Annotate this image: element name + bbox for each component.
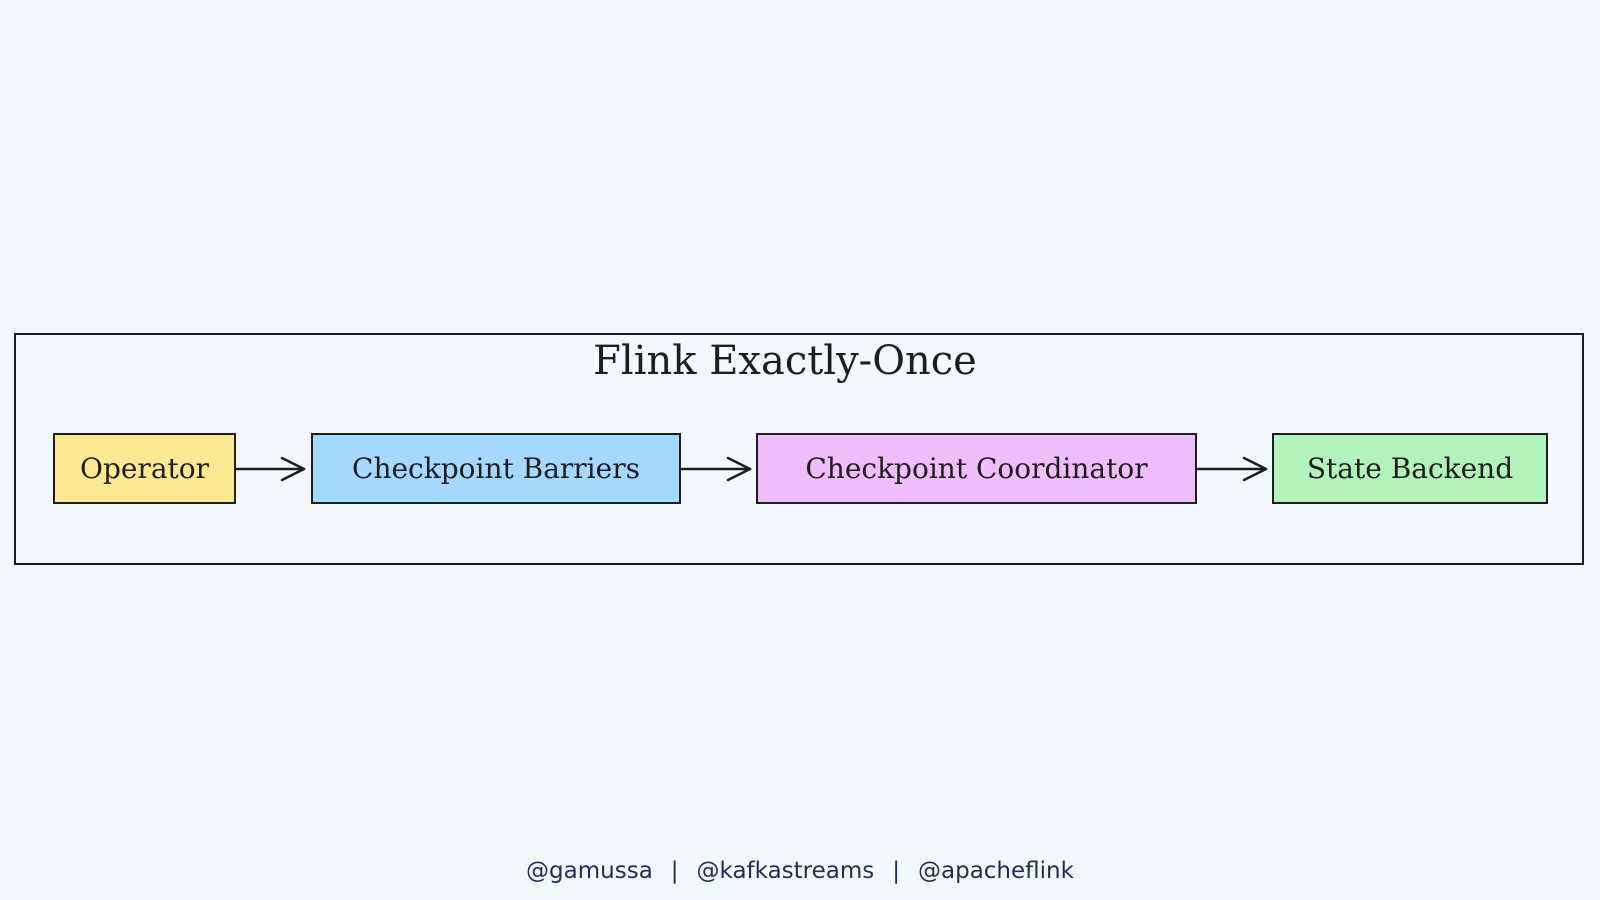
node-checkpoint-coordinator: Checkpoint Coordinator bbox=[756, 433, 1197, 504]
handle-apacheflink: @apacheflink bbox=[918, 858, 1074, 884]
node-checkpoint-barriers: Checkpoint Barriers bbox=[311, 433, 681, 504]
diagram-frame bbox=[14, 333, 1584, 565]
footer-separator-1: | bbox=[670, 858, 679, 884]
handle-kafkastreams: @kafkastreams bbox=[696, 858, 875, 884]
footer-handles: @gamussa | @kafkastreams | @apacheflink bbox=[0, 858, 1600, 884]
node-state-backend: State Backend bbox=[1272, 433, 1548, 504]
node-operator: Operator bbox=[53, 433, 236, 504]
footer-separator-2: | bbox=[892, 858, 900, 884]
diagram-title: Flink Exactly-Once bbox=[593, 338, 977, 384]
handle-gamussa: @gamussa bbox=[526, 858, 653, 884]
